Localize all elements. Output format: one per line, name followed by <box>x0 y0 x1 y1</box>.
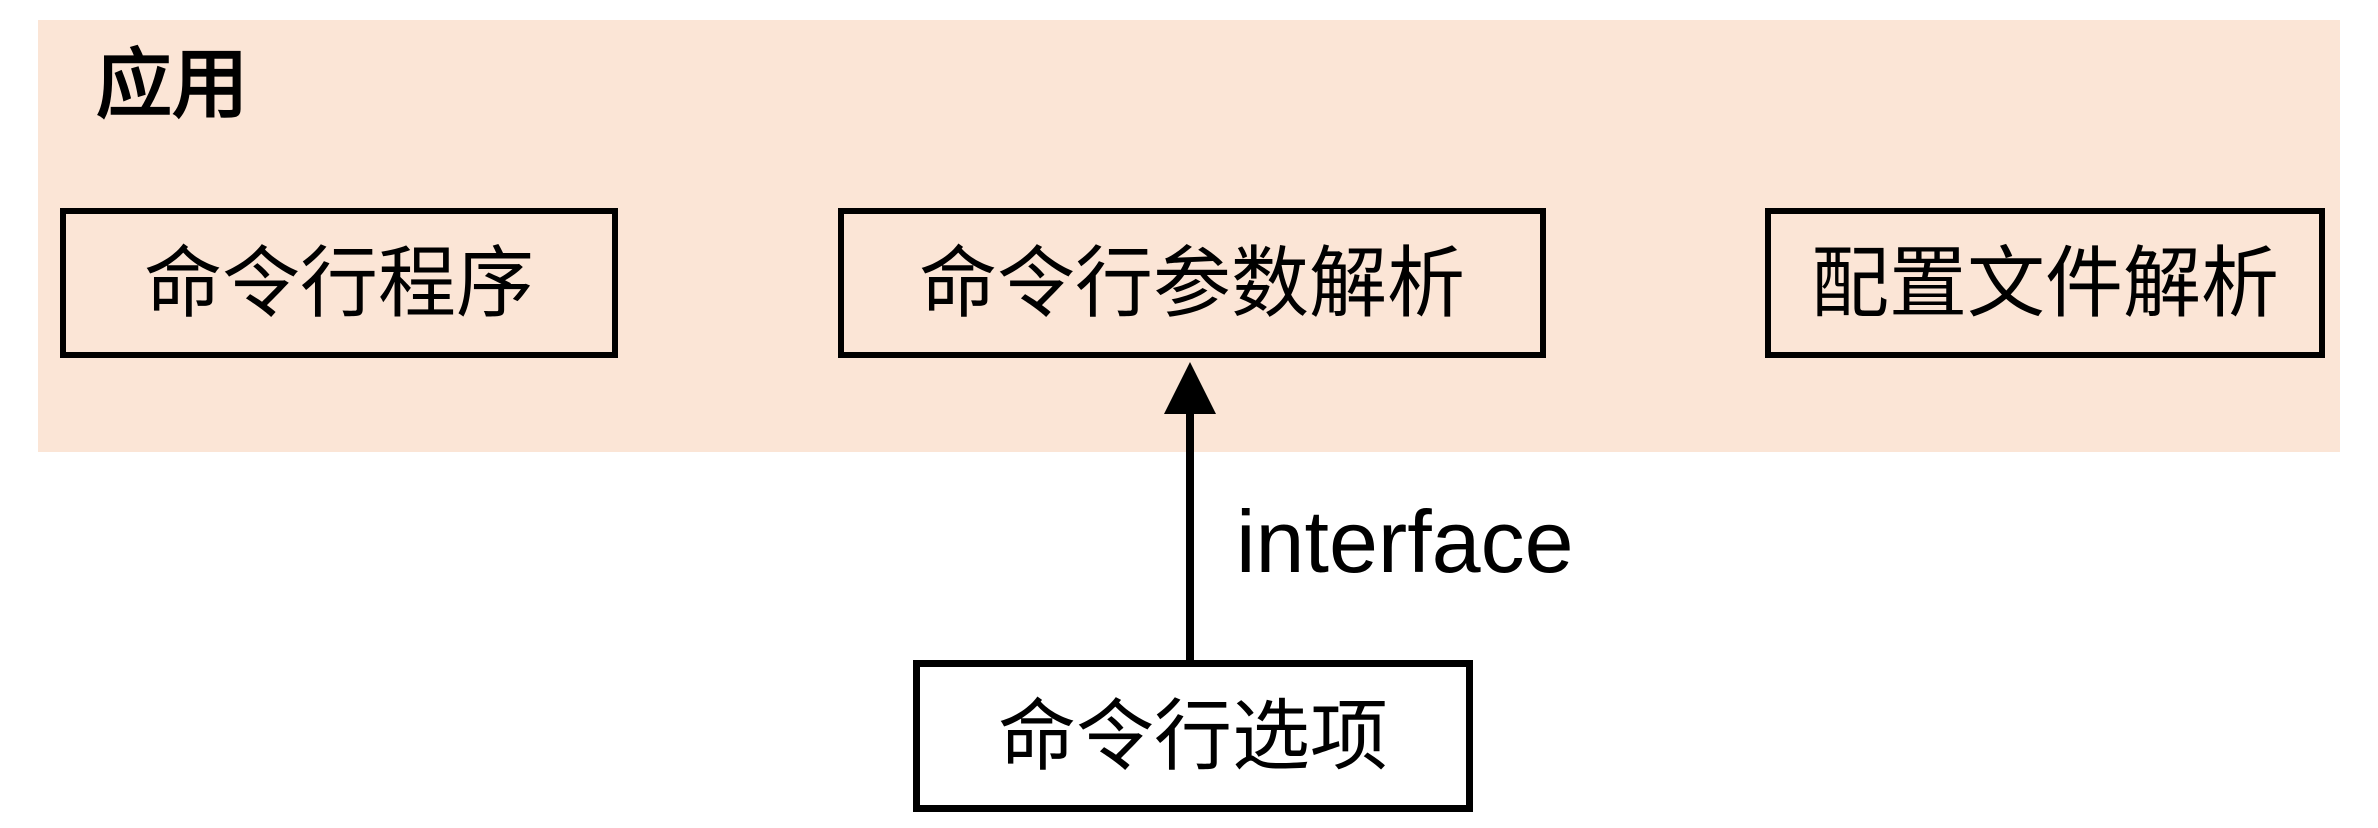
node-cli-program: 命令行程序 <box>60 208 618 358</box>
application-group-label: 应用 <box>96 43 248 128</box>
interface-edge-label: interface <box>1236 492 1574 591</box>
node-config-file-parsing-label: 配置文件解析 <box>1810 239 2279 327</box>
arrowhead-icon <box>1164 362 1216 414</box>
node-cli-program-label: 命令行程序 <box>143 239 534 327</box>
node-config-file-parsing: 配置文件解析 <box>1765 208 2325 358</box>
interface-arrow <box>1164 362 1216 664</box>
node-cli-options: 命令行选项 <box>913 660 1473 812</box>
node-cli-arg-parsing-label: 命令行参数解析 <box>918 239 1465 327</box>
node-cli-options-label: 命令行选项 <box>997 692 1388 780</box>
node-cli-arg-parsing: 命令行参数解析 <box>838 208 1546 358</box>
